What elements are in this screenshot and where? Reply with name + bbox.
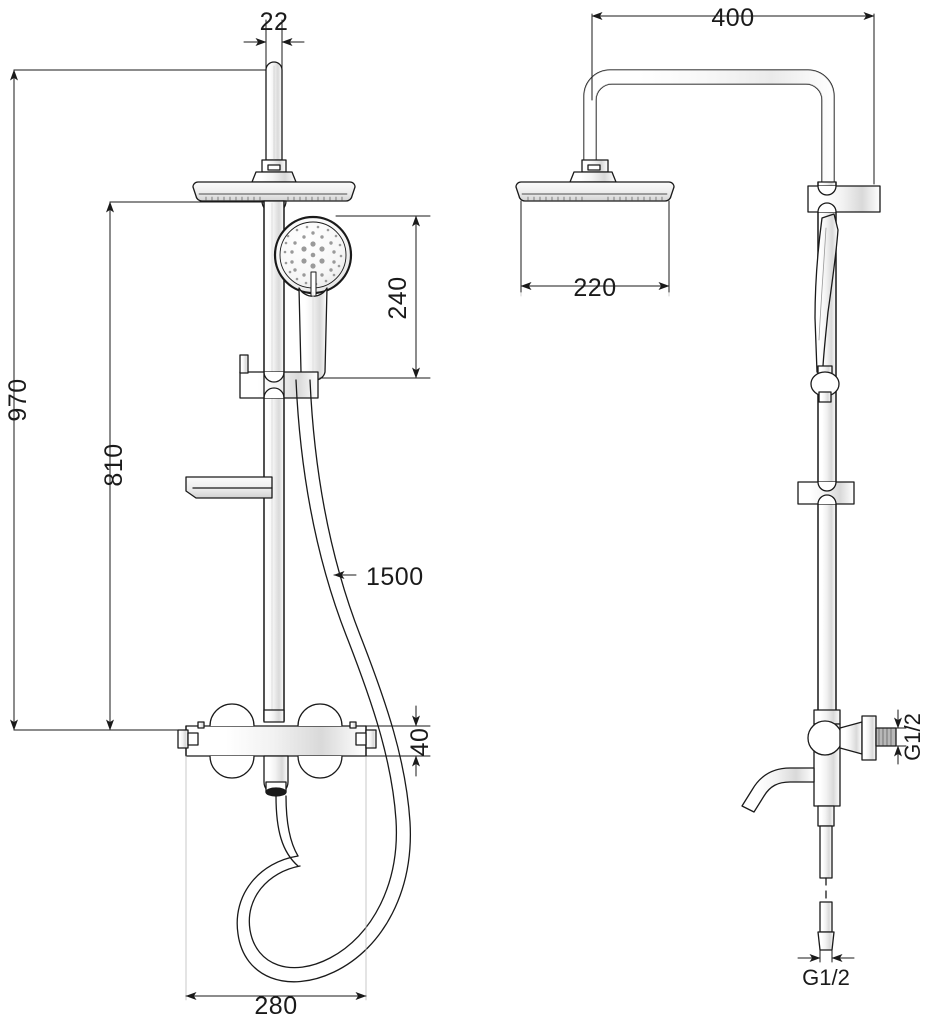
front-view-geometry (177, 61, 411, 1001)
label-handshower-drop: 240 (384, 276, 412, 319)
dim-outlet-thread (797, 949, 855, 963)
handshower-handle (298, 287, 328, 381)
handshower-head (273, 215, 353, 297)
shower-arm (583, 69, 835, 183)
label-hose-length: 1500 (366, 563, 424, 591)
side-slide-holder (797, 481, 855, 505)
label-head-to-mixer: 810 (100, 443, 128, 486)
riser-top-pipe (265, 61, 283, 161)
dim-riser-diameter (243, 19, 305, 69)
thermostatic-mixer (177, 703, 377, 797)
handshower-bracket (239, 354, 319, 399)
label-base-width: 280 (254, 992, 297, 1020)
label-inlet-thread: G1/2 (900, 713, 925, 761)
dim-head-to-mixer (106, 201, 265, 731)
label-arm-reach: 400 (711, 4, 754, 32)
dim-arm-reach (591, 12, 875, 185)
rain-shower-head (192, 181, 356, 202)
dim-mixer-height (365, 705, 431, 777)
side-handshower-bracket (807, 185, 881, 213)
dim-head-width (520, 200, 670, 293)
side-handshower (810, 213, 840, 403)
rainhead-hub (251, 171, 297, 183)
shower-hose (236, 379, 411, 983)
riser-collar (261, 159, 287, 173)
dim-inlet-thread (875, 709, 907, 765)
label-total-height: 970 (4, 378, 32, 421)
dim-handshower-drop (319, 215, 431, 379)
spray-hole-pattern (283, 225, 343, 286)
label-riser-diameter: 22 (260, 8, 289, 36)
dimension-labels: 22 970 810 240 1500 40 280 400 220 G1/2 … (4, 4, 925, 1020)
label-outlet-thread: G1/2 (802, 965, 850, 990)
dim-total-height (10, 69, 267, 731)
riser-bar (263, 200, 285, 722)
soap-shelf (185, 476, 273, 499)
side-mixer-diverter (741, 709, 897, 951)
side-view-geometry (515, 69, 897, 951)
label-mixer-height: 40 (406, 728, 434, 757)
side-riser-collar (569, 159, 617, 183)
label-head-width: 220 (573, 274, 616, 302)
